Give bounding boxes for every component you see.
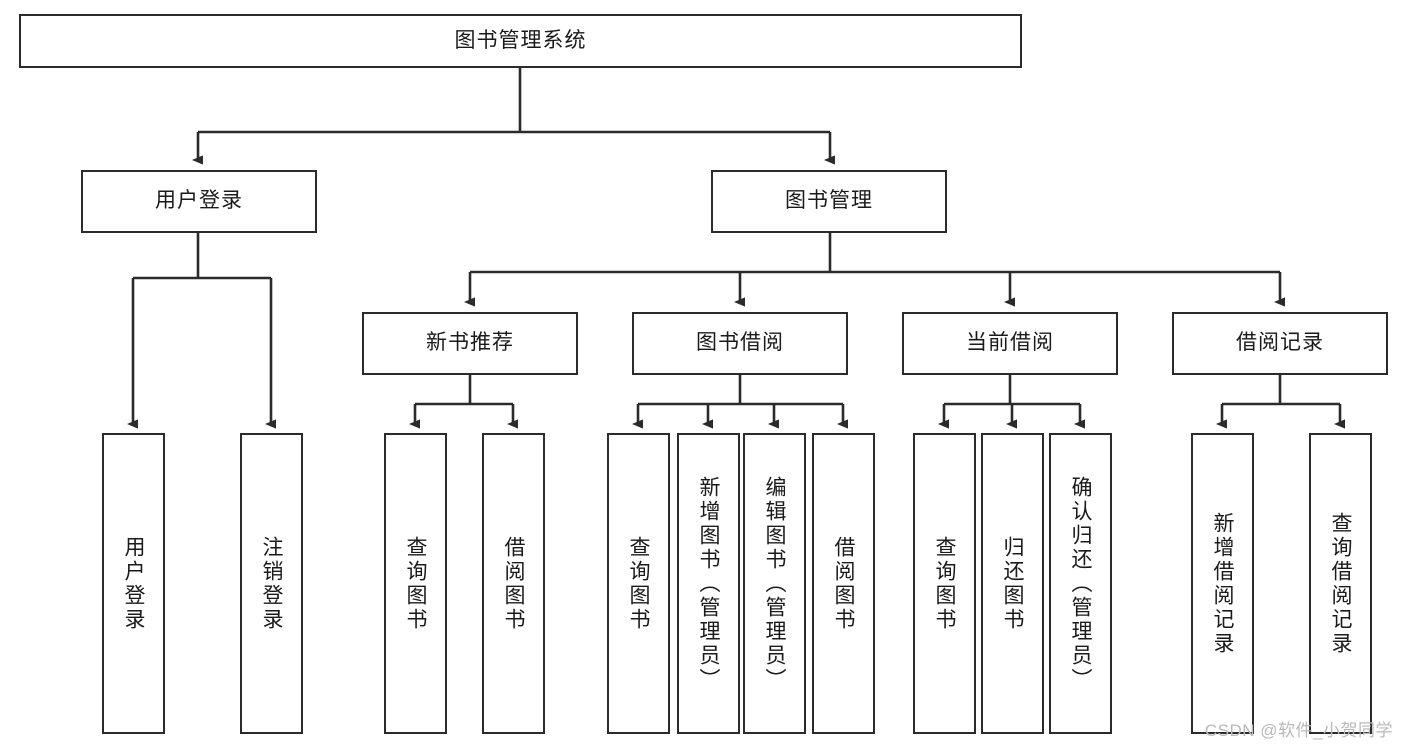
node-current-borrow[interactable]: 当前借阅 (902, 312, 1118, 375)
node-leaf-query-record-label: 查询借阅记录 (1329, 511, 1352, 656)
node-leaf-add-record-label: 新增借阅记录 (1211, 511, 1234, 656)
node-book-manage[interactable]: 图书管理 (711, 170, 947, 233)
node-leaf-user-login[interactable]: 用户登录 (102, 433, 165, 734)
node-borrow-record[interactable]: 借阅记录 (1172, 312, 1388, 375)
node-leaf-query-book-2-label: 查询图书 (627, 535, 650, 632)
node-root[interactable]: 图书管理系统 (19, 14, 1022, 68)
node-leaf-query-record[interactable]: 查询借阅记录 (1309, 433, 1372, 734)
node-leaf-borrow-book-2-label: 借阅图书 (832, 535, 855, 632)
node-leaf-borrow-book-1-label: 借阅图书 (502, 535, 525, 632)
node-book-manage-label: 图书管理 (785, 189, 873, 213)
node-borrow-record-label: 借阅记录 (1236, 331, 1324, 355)
node-new-book-recommend[interactable]: 新书推荐 (362, 312, 578, 375)
node-book-borrow[interactable]: 图书借阅 (632, 312, 848, 375)
node-leaf-add-record[interactable]: 新增借阅记录 (1191, 433, 1254, 734)
csdn-watermark: CSDN @软件_小贺同学 (1204, 721, 1393, 740)
node-root-label: 图书管理系统 (454, 28, 587, 52)
node-leaf-borrow-book-2[interactable]: 借阅图书 (812, 433, 875, 734)
node-leaf-query-book-3-label: 查询图书 (933, 535, 956, 632)
node-leaf-return-book[interactable]: 归还图书 (981, 433, 1044, 734)
node-leaf-confirm-return[interactable]: 确认归还（管理员） (1049, 433, 1112, 734)
node-leaf-query-book-2[interactable]: 查询图书 (607, 433, 670, 734)
node-new-book-recommend-label: 新书推荐 (426, 331, 514, 355)
node-user-login[interactable]: 用户登录 (81, 170, 317, 233)
node-leaf-edit-book[interactable]: 编辑图书（管理员） (743, 433, 806, 734)
node-leaf-query-book-1-label: 查询图书 (404, 535, 427, 632)
node-leaf-borrow-book-1[interactable]: 借阅图书 (482, 433, 545, 734)
node-leaf-logout[interactable]: 注销登录 (240, 433, 303, 734)
node-leaf-user-login-label: 用户登录 (122, 535, 145, 632)
node-leaf-return-book-label: 归还图书 (1001, 535, 1024, 632)
node-book-borrow-label: 图书借阅 (696, 331, 784, 355)
node-leaf-add-book[interactable]: 新增图书（管理员） (677, 433, 740, 734)
node-leaf-add-book-label: 新增图书（管理员） (697, 475, 720, 692)
node-leaf-edit-book-label: 编辑图书（管理员） (763, 475, 786, 692)
node-current-borrow-label: 当前借阅 (966, 331, 1054, 355)
node-leaf-query-book-3[interactable]: 查询图书 (913, 433, 976, 734)
node-leaf-confirm-return-label: 确认归还（管理员） (1069, 475, 1092, 692)
node-user-login-label: 用户登录 (155, 189, 243, 213)
node-leaf-logout-label: 注销登录 (260, 535, 283, 632)
node-leaf-query-book-1[interactable]: 查询图书 (384, 433, 447, 734)
